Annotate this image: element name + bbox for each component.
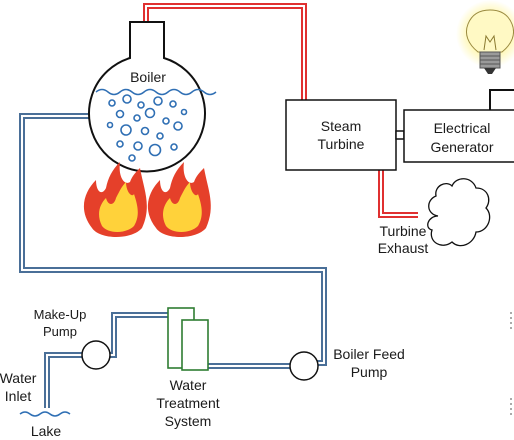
power-line bbox=[489, 89, 514, 110]
water-inlet-label-line2: Inlet bbox=[5, 388, 32, 404]
boiler-feed-pump-label-line2: Pump bbox=[351, 364, 388, 380]
water-inlet-label: Water Inlet bbox=[0, 370, 37, 404]
steam-bubbles bbox=[106, 94, 188, 162]
electrical-generator: Electrical Generator bbox=[403, 109, 514, 163]
steam-turbine-label-line1: Steam bbox=[321, 118, 361, 134]
makeup-water-pipe bbox=[44, 312, 292, 408]
turbine-exhaust-label-line2: Exhaust bbox=[378, 240, 429, 256]
boiler-water-surface bbox=[95, 88, 217, 96]
steam-turbine: Steam Turbine bbox=[285, 99, 397, 171]
turbine-shaft bbox=[395, 130, 405, 140]
flame-icon bbox=[83, 162, 147, 237]
boiler-feed-pump-label-line1: Boiler Feed bbox=[333, 346, 405, 362]
boiler-feed-pipe bbox=[19, 113, 327, 366]
water-treatment-system: Water Treatment System bbox=[156, 307, 220, 429]
generator-label-line2: Generator bbox=[430, 139, 493, 155]
turbine-exhaust-pipe bbox=[378, 170, 418, 218]
lake-label: Lake bbox=[31, 423, 62, 439]
water-treatment-label-line1: Water bbox=[170, 377, 207, 393]
generator-label-line1: Electrical bbox=[434, 120, 491, 136]
water-treatment-label-line2: Treatment bbox=[156, 395, 219, 411]
turbine-exhaust-label: Turbine Exhaust bbox=[378, 223, 429, 256]
steam-turbine-label-line2: Turbine bbox=[318, 136, 365, 152]
lake-water-surface bbox=[19, 411, 71, 417]
exhaust-cloud-icon bbox=[427, 178, 491, 247]
water-treatment-label-line3: System bbox=[165, 413, 212, 429]
makeup-pump-label-line2: Pump bbox=[43, 324, 77, 339]
boiler: Boiler bbox=[88, 21, 217, 173]
turbine-exhaust-label-line1: Turbine bbox=[380, 223, 427, 239]
boiler-label: Boiler bbox=[130, 69, 166, 85]
light-bulb-icon bbox=[456, 0, 514, 74]
water-inlet-label-line1: Water bbox=[0, 370, 37, 386]
makeup-pump-label-line1: Make-Up bbox=[34, 307, 87, 322]
makeup-pump: Make-Up Pump bbox=[34, 307, 111, 370]
steam-pipe bbox=[143, 3, 307, 100]
flame-icon bbox=[147, 162, 211, 237]
boiler-feed-pump: Boiler Feed Pump bbox=[289, 346, 405, 381]
